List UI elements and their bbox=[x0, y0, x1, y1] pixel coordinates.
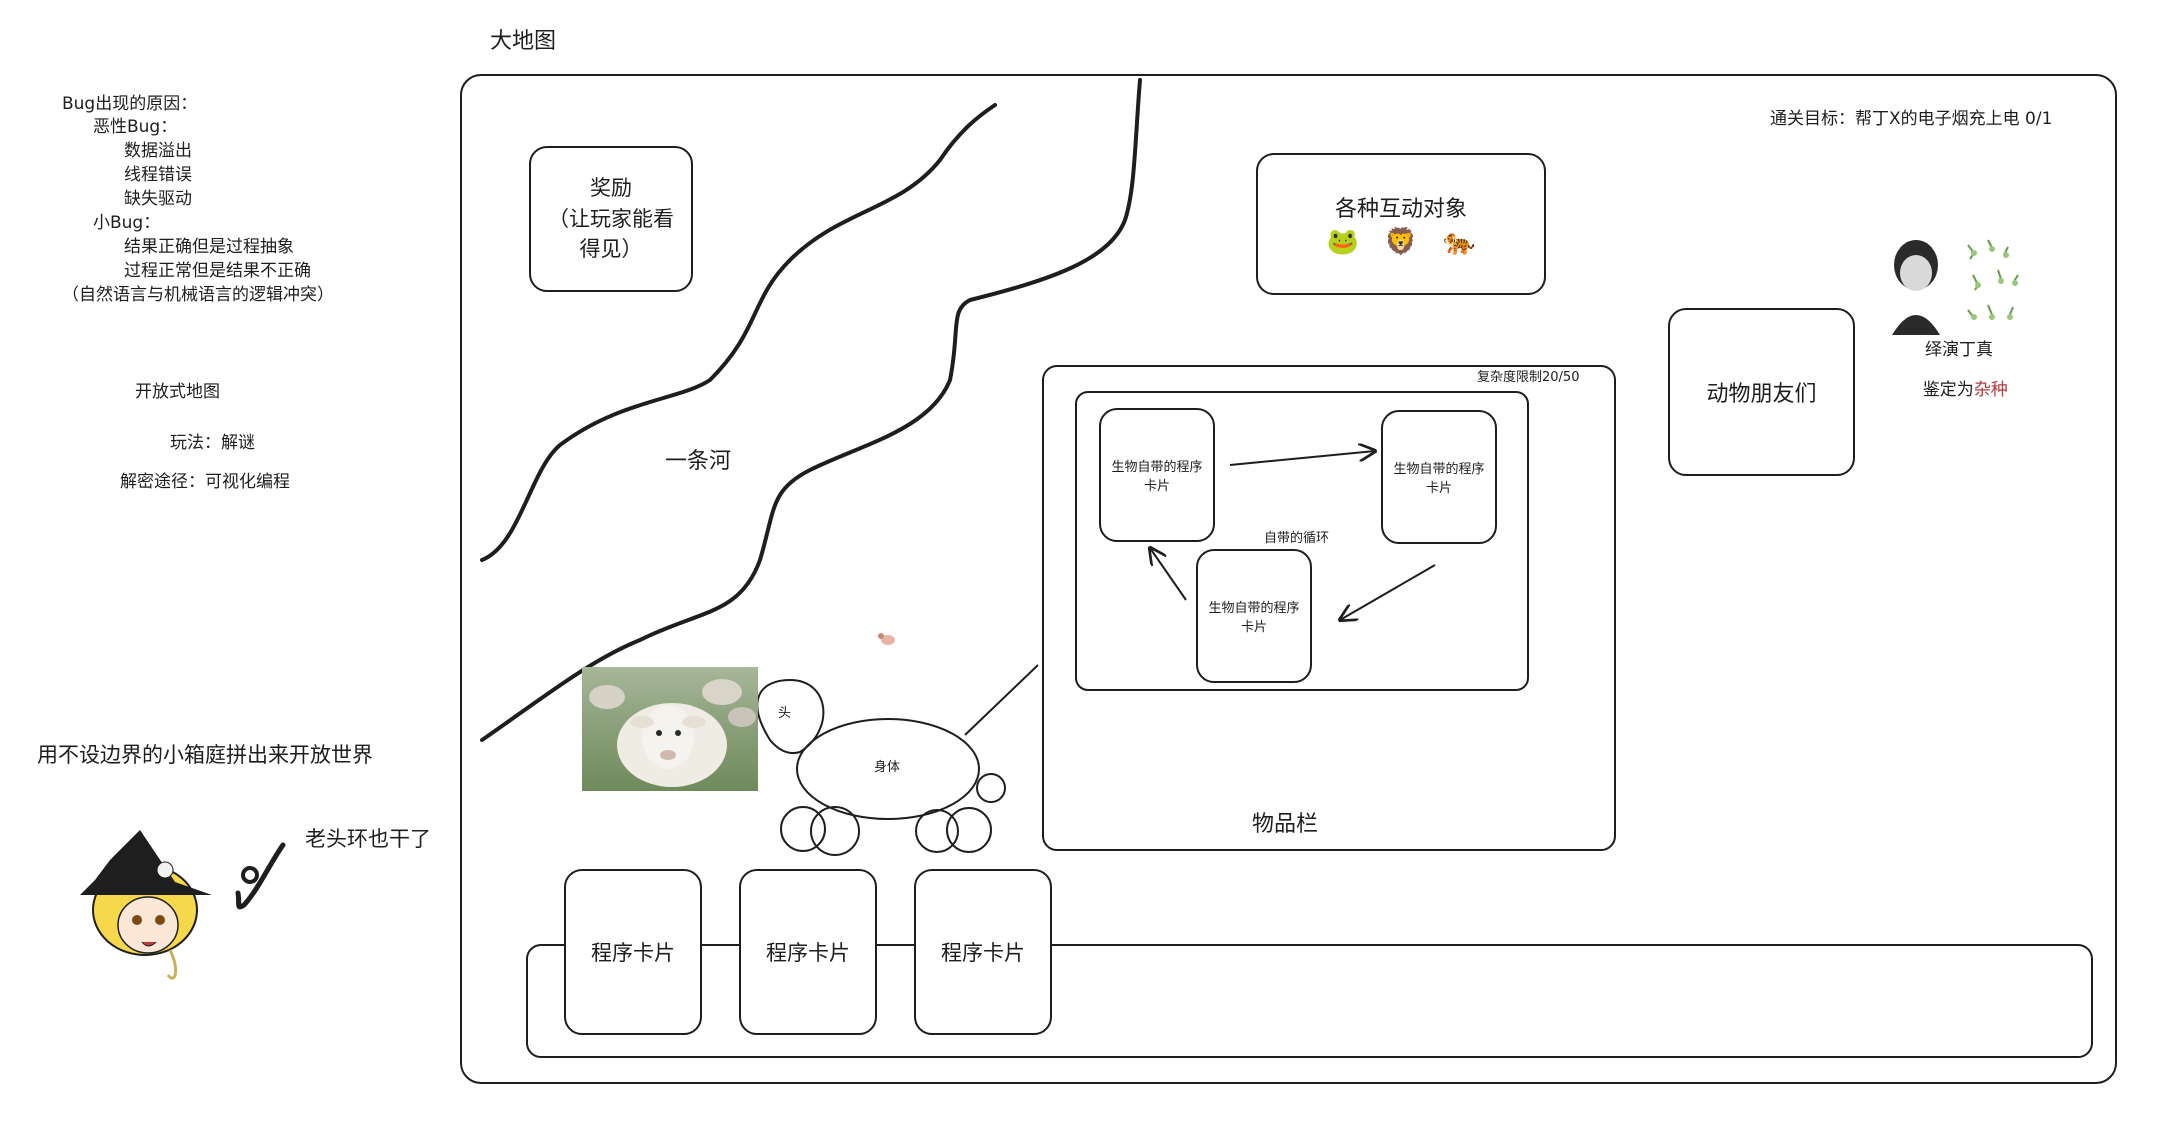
malignant-item: 数据溢出 bbox=[124, 141, 192, 161]
program-card-slot-1[interactable]: 程序卡片 bbox=[564, 869, 702, 1035]
interactive-objects-label: 各种互动对象 bbox=[1334, 197, 1467, 222]
frog-icon: 🐸 bbox=[1326, 227, 1359, 257]
creature-body-label: 身体 bbox=[874, 760, 901, 775]
arrow-c-to-a bbox=[1150, 548, 1187, 601]
level-goal: 通关目标：帮丁X的电子烟充上电 0/1 bbox=[1770, 109, 2053, 129]
reward-box[interactable]: 奖励 （让玩家能看 得见） bbox=[529, 146, 693, 292]
arrow-a-to-b bbox=[1229, 451, 1375, 466]
malignant-bug-heading: 恶性Bug： bbox=[93, 117, 178, 137]
portrait-caption-red: 杂种 bbox=[1973, 380, 2008, 401]
creature-leg-3 bbox=[915, 809, 959, 853]
checkmark-dot bbox=[241, 866, 259, 884]
river-bank-lower bbox=[480, 78, 1142, 742]
big-map-frame bbox=[460, 74, 2117, 1084]
creature-program-card-c[interactable]: 生物自带的程序 卡片 bbox=[1196, 549, 1312, 683]
animal-friends-box[interactable]: 动物朋友们 bbox=[1668, 308, 1855, 476]
portrait-image bbox=[1888, 235, 2038, 340]
sandbox-note: 用不设边界的小箱庭拼出来开放世界 bbox=[37, 743, 373, 767]
small-bug-item: 结果正确但是过程抽象 bbox=[124, 237, 294, 257]
inventory-label: 物品栏 bbox=[1252, 812, 1319, 837]
creature-program-card-label: 生物自带的程序 卡片 bbox=[1393, 462, 1485, 496]
hotbar-rail bbox=[526, 944, 2093, 1058]
bug-heading: Bug出现的原因： bbox=[62, 94, 198, 114]
checkmark-icon bbox=[235, 842, 286, 910]
creature-leg-2 bbox=[810, 806, 860, 856]
animal-friends-label: 动物朋友们 bbox=[1706, 382, 1817, 407]
creature-program-card-label: 生物自带的程序 卡片 bbox=[1208, 601, 1300, 635]
small-bug-item: 过程正常但是结果不正确 bbox=[124, 261, 311, 281]
loop-frame bbox=[1075, 391, 1529, 691]
creature-head-shape bbox=[756, 678, 825, 755]
interactive-objects-box[interactable]: 各种互动对象 🐸 🦁 🐅 bbox=[1256, 153, 1546, 295]
logic-conflict-note: （自然语言与机械语言的逻辑冲突） bbox=[62, 285, 334, 305]
portrait-caption-line2: 鉴定为杂种 bbox=[1912, 359, 2008, 402]
gameplay-note: 玩法：解谜 bbox=[170, 433, 255, 453]
program-card-slot-2[interactable]: 程序卡片 bbox=[739, 869, 877, 1035]
creature-leg-1 bbox=[780, 806, 826, 852]
complexity-limit: 复杂度限制20/50 bbox=[1477, 370, 1580, 385]
river-bank-upper bbox=[480, 103, 997, 562]
program-card-label: 程序卡片 bbox=[766, 941, 850, 965]
portrait-caption-line1: 绎演丁真 bbox=[1925, 340, 1993, 360]
creature-to-inventory-line bbox=[964, 664, 1039, 736]
solve-path-note: 解密途径：可视化编程 bbox=[120, 472, 290, 492]
small-animal-doodle bbox=[878, 633, 895, 645]
creature-leg-4 bbox=[946, 807, 992, 853]
loop-label: 自带的循环 bbox=[1264, 531, 1330, 546]
malignant-item: 缺失驱动 bbox=[124, 189, 192, 209]
malignant-item: 线程错误 bbox=[124, 165, 192, 185]
creature-program-card-b[interactable]: 生物自带的程序 卡片 bbox=[1381, 410, 1497, 544]
sheep-photo bbox=[582, 667, 758, 791]
program-card-label: 程序卡片 bbox=[591, 941, 675, 965]
reward-label: 奖励 （让玩家能看 得见） bbox=[548, 176, 674, 262]
open-map-note: 开放式地图 bbox=[135, 382, 220, 402]
lion-icon: 🦁 bbox=[1384, 227, 1418, 257]
page-title: 大地图 bbox=[490, 29, 557, 54]
program-card-slot-3[interactable]: 程序卡片 bbox=[914, 869, 1052, 1035]
inventory-frame bbox=[1042, 365, 1616, 851]
creature-program-card-label: 生物自带的程序 卡片 bbox=[1111, 460, 1203, 494]
creature-tail bbox=[976, 773, 1006, 803]
elden-ring-note: 老头环也干了 bbox=[305, 827, 431, 851]
creature-head-label: 头 bbox=[778, 706, 792, 721]
witch-doodle bbox=[80, 830, 212, 980]
program-card-label: 程序卡片 bbox=[941, 941, 1025, 965]
tiger-icon: 🐅 bbox=[1443, 227, 1476, 257]
creature-program-card-a[interactable]: 生物自带的程序 卡片 bbox=[1099, 408, 1215, 542]
river-label: 一条河 bbox=[665, 449, 732, 474]
small-bug-heading: 小Bug： bbox=[93, 213, 161, 233]
creature-body-shape bbox=[796, 718, 980, 820]
portrait-caption-prefix: 鉴定为 bbox=[1922, 380, 1974, 401]
arrow-b-to-c bbox=[1340, 564, 1436, 620]
